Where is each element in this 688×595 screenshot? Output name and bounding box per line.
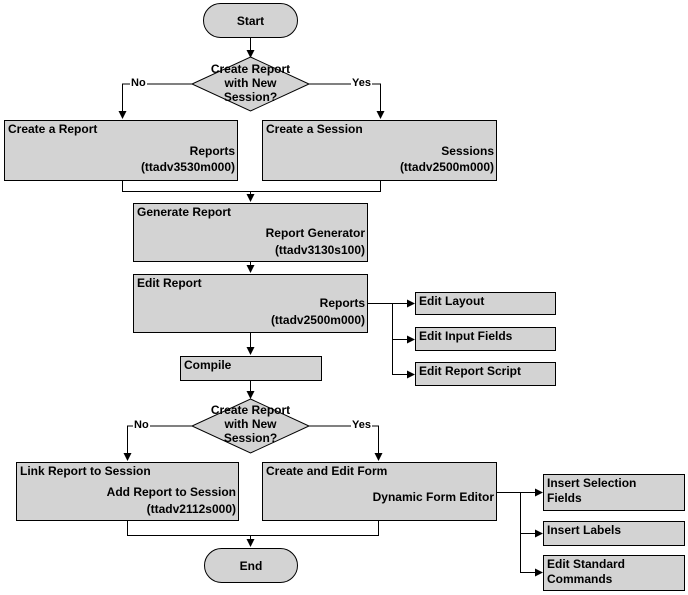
edit-input-fields-box[interactable]: Edit Input Fields	[415, 327, 556, 351]
connector-form-labels	[520, 492, 543, 538]
decision1-line3: Session?	[223, 90, 278, 104]
decision2-label: Create Report with New Session?	[190, 403, 311, 445]
edit-report-script-label: Edit Report Script	[419, 364, 522, 378]
create-form-box[interactable]: Create and Edit Form Dynamic Form Editor	[262, 462, 497, 521]
edit-layout-box[interactable]: Edit Layout	[415, 292, 556, 315]
decision2-line3: Session?	[223, 431, 278, 445]
create-form-title: Create and Edit Form	[266, 464, 388, 478]
decision-diamond-1	[190, 56, 311, 112]
edit-standard-commands-line1: Edit Standard	[547, 557, 626, 571]
generate-report-box[interactable]: Generate Report Report Generator (ttadv3…	[133, 203, 368, 262]
edit-layout-label: Edit Layout	[419, 294, 485, 308]
edit-standard-commands-box[interactable]: Edit Standard Commands	[543, 555, 685, 591]
decision2-no-label: No	[133, 419, 150, 431]
edit-report-box[interactable]: Edit Report Reports (ttadv2500m000)	[133, 274, 368, 333]
create-form-editor-name: Dynamic Form Editor	[372, 490, 494, 504]
create-report-box[interactable]: Create a Report Reports (ttadv3530m000)	[4, 120, 238, 181]
decision-diamond-2	[190, 398, 311, 454]
link-report-session-code: (ttadv2112s000)	[146, 502, 236, 516]
generate-report-title: Generate Report	[137, 205, 232, 219]
decision2-line1: Create Report	[210, 403, 291, 417]
connector-merge-top	[122, 181, 381, 192]
generate-report-session-name: Report Generator	[265, 226, 365, 240]
compile-title: Compile	[184, 358, 232, 372]
create-report-title: Create a Report	[8, 122, 98, 136]
edit-report-session-name: Reports	[319, 296, 365, 310]
create-session-session-name: Sessions	[441, 144, 494, 158]
link-report-session-name: Add Report to Session	[106, 485, 236, 499]
link-report-title: Link Report to Session	[20, 464, 151, 478]
start-terminal[interactable]: Start	[203, 3, 298, 38]
edit-standard-commands-line2: Commands	[547, 572, 613, 586]
connector-merge-bottom	[127, 521, 379, 536]
decision1-yes-label: Yes	[351, 77, 372, 89]
start-label: Start	[236, 13, 265, 28]
insert-labels-label: Insert Labels	[547, 523, 622, 537]
insert-selection-fields-line2: Fields	[547, 491, 582, 505]
insert-selection-fields-line1: Insert Selection	[547, 476, 637, 490]
edit-report-script-box[interactable]: Edit Report Script	[415, 362, 556, 386]
decision2-yes-label: Yes	[351, 419, 372, 431]
insert-selection-fields-box[interactable]: Insert Selection Fields	[543, 474, 685, 511]
create-session-session-code: (ttadv2500m000)	[399, 160, 494, 174]
connector-form-commands	[520, 533, 543, 577]
create-report-session-code: (ttadv3530m000)	[140, 160, 235, 174]
create-session-box[interactable]: Create a Session Sessions (ttadv2500m000…	[262, 120, 497, 181]
create-report-session-name: Reports	[189, 144, 235, 158]
end-terminal[interactable]: End	[204, 548, 298, 583]
decision2-line2: with New	[224, 417, 277, 431]
end-label: End	[239, 558, 263, 573]
connector-decision2-no	[123, 425, 192, 461]
edit-report-session-code: (ttadv2500m000)	[270, 313, 365, 327]
insert-labels-box[interactable]: Insert Labels	[543, 521, 685, 546]
connector-decision1-yes	[309, 83, 385, 119]
compile-box[interactable]: Compile	[180, 356, 322, 381]
create-session-title: Create a Session	[266, 122, 363, 136]
connector-edit-inputfields	[392, 303, 415, 344]
decision1-line2: with New	[224, 76, 277, 90]
edit-report-title: Edit Report	[137, 276, 202, 290]
decision1-label: Create Report with New Session?	[190, 62, 311, 104]
decision1-line1: Create Report	[210, 62, 291, 76]
edit-input-fields-label: Edit Input Fields	[419, 329, 513, 343]
generate-report-session-code: (ttadv3130s100)	[274, 243, 365, 257]
connector-decision2-yes	[309, 425, 383, 461]
link-report-box[interactable]: Link Report to Session Add Report to Ses…	[16, 462, 239, 521]
connector-decision1-no	[118, 83, 192, 119]
connector-edit-script	[392, 339, 415, 379]
decision1-no-label: No	[130, 77, 147, 89]
